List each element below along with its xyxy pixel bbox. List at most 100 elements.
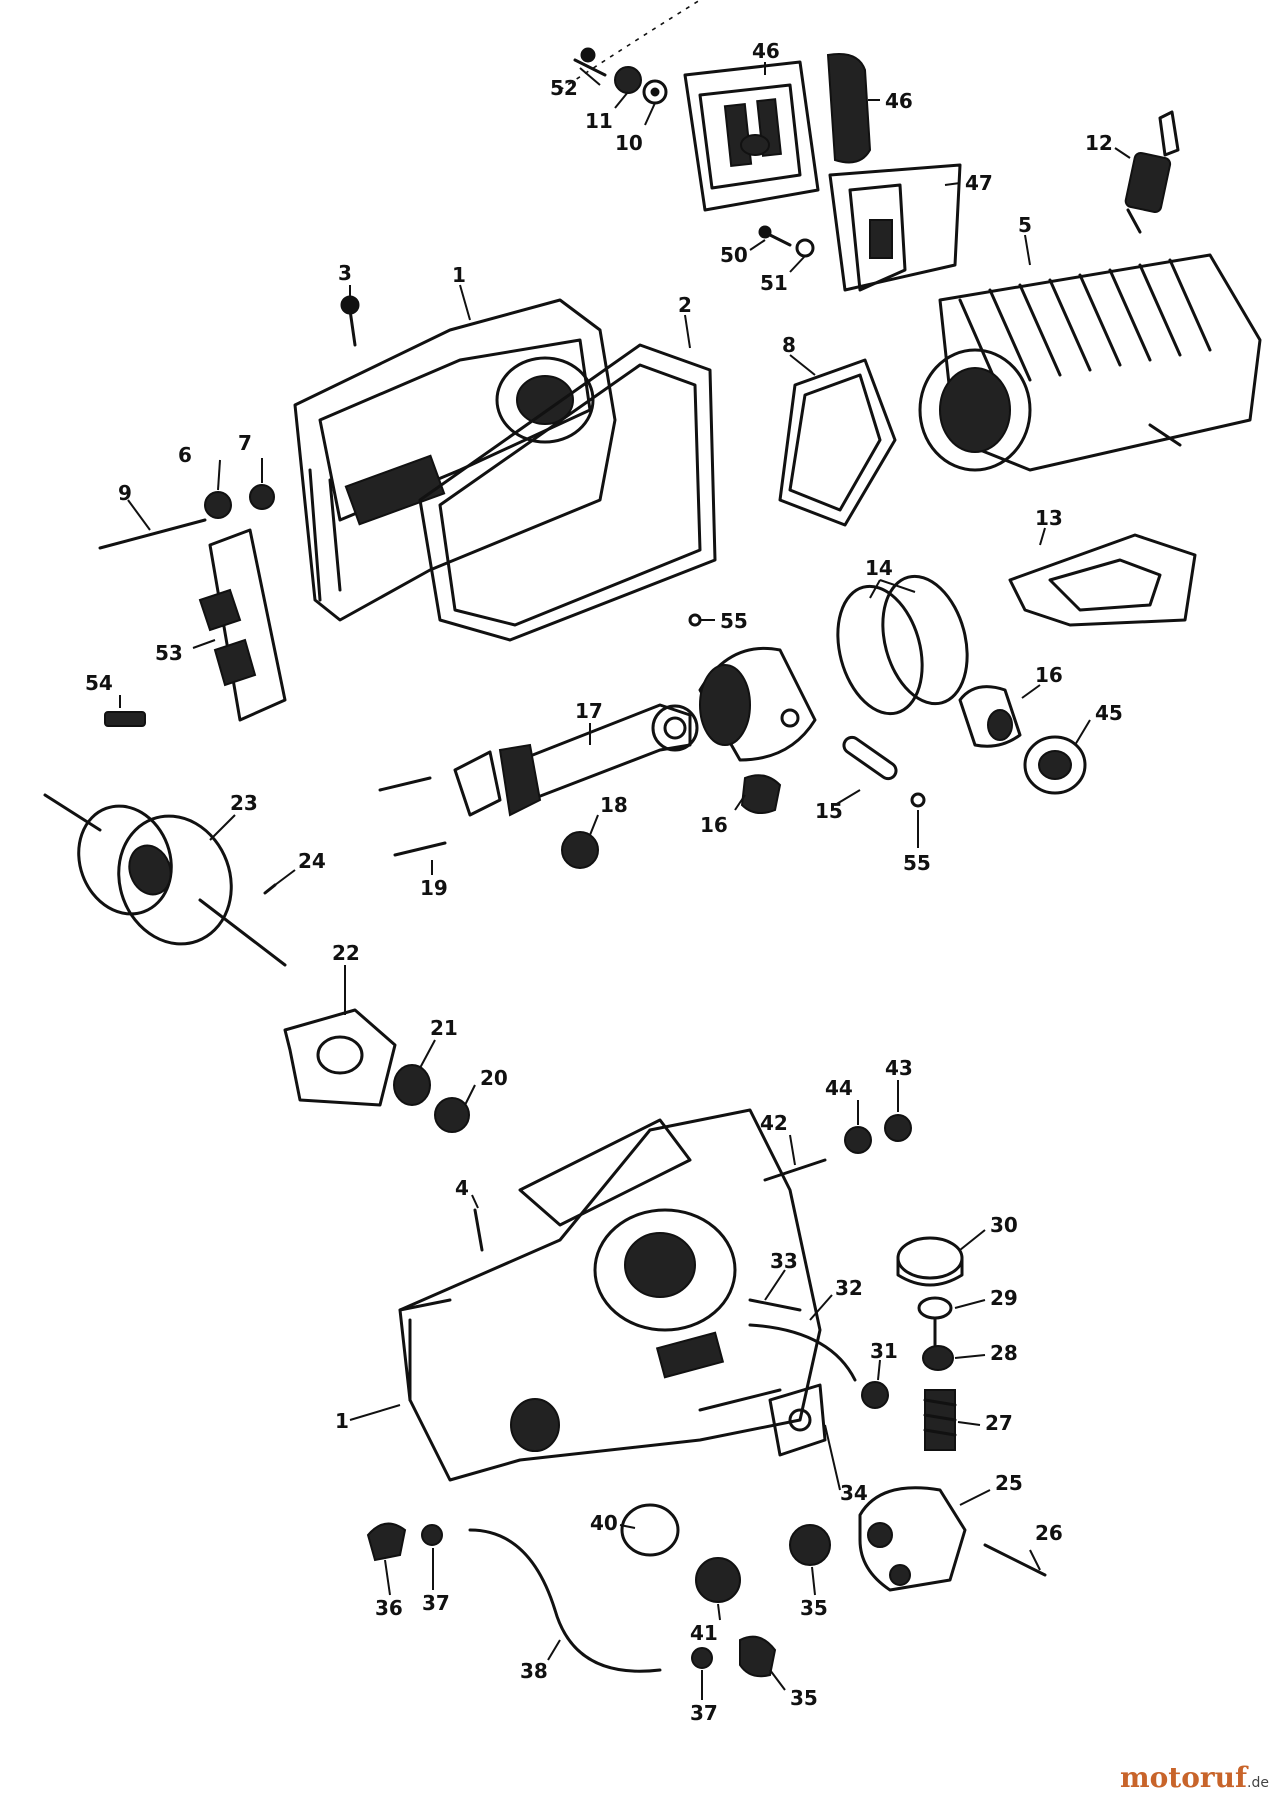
washer-28 bbox=[922, 1345, 954, 1371]
air-filter-housing bbox=[559, 0, 820, 212]
callout-43: 43 bbox=[885, 1056, 913, 1080]
fitting-35-lower bbox=[739, 1635, 777, 1678]
screw-50 bbox=[758, 225, 792, 247]
rod-screws-19 bbox=[378, 776, 447, 857]
washer-7 bbox=[249, 484, 275, 510]
callout-50: 50 bbox=[720, 243, 748, 267]
callout-40: 40 bbox=[590, 1511, 618, 1535]
cylinder-gasket-8 bbox=[778, 358, 897, 527]
callout-45: 45 bbox=[1095, 701, 1123, 725]
nut-43 bbox=[884, 1114, 912, 1142]
callout-21: 21 bbox=[430, 1016, 458, 1040]
callout-44: 44 bbox=[825, 1076, 853, 1100]
callout-1-upper: 1 bbox=[452, 263, 466, 287]
line-32 bbox=[748, 1323, 857, 1382]
seal-40 bbox=[620, 1503, 680, 1557]
fitting-31 bbox=[861, 1381, 889, 1409]
callout-46-filter: 46 bbox=[885, 89, 913, 113]
oil-line-38 bbox=[468, 1528, 662, 1673]
crankcase-gasket-2 bbox=[418, 343, 717, 642]
spring-27 bbox=[923, 1389, 957, 1451]
crankcase-lower bbox=[398, 1108, 822, 1482]
crankcase-upper bbox=[293, 298, 617, 622]
callout-15: 15 bbox=[815, 799, 843, 823]
nut-20 bbox=[434, 1097, 470, 1133]
callout-47: 47 bbox=[965, 171, 993, 195]
gasket-34 bbox=[768, 1383, 827, 1457]
callout-12: 12 bbox=[1085, 131, 1113, 155]
callout-6: 6 bbox=[178, 443, 192, 467]
callout-27: 27 bbox=[985, 1411, 1013, 1435]
callout-8: 8 bbox=[782, 333, 796, 357]
filter-element bbox=[826, 53, 872, 164]
seal-21 bbox=[393, 1064, 431, 1106]
callout-46-top: 46 bbox=[752, 39, 780, 63]
cover-plate-13 bbox=[1008, 533, 1197, 627]
callout-22: 22 bbox=[332, 941, 360, 965]
circlip-55-upper bbox=[688, 613, 702, 627]
callout-18: 18 bbox=[600, 793, 628, 817]
callout-10: 10 bbox=[615, 131, 643, 155]
bearing-18 bbox=[561, 831, 599, 869]
piston-rings-14 bbox=[836, 574, 969, 716]
callout-14: 14 bbox=[865, 556, 893, 580]
bolt-3 bbox=[340, 295, 360, 347]
connecting-rod bbox=[498, 703, 699, 817]
stud-42 bbox=[763, 1158, 827, 1182]
clip-37-lower bbox=[691, 1647, 713, 1669]
bracket-53 bbox=[198, 528, 287, 722]
screw-52 bbox=[573, 47, 607, 77]
nut-6 bbox=[204, 491, 232, 519]
clip-37-upper bbox=[421, 1524, 443, 1546]
crankshaft bbox=[43, 793, 287, 967]
callout-11: 11 bbox=[585, 109, 613, 133]
callout-26: 26 bbox=[1035, 1521, 1063, 1545]
cylinder bbox=[918, 253, 1262, 472]
callout-51: 51 bbox=[760, 271, 788, 295]
callout-30: 30 bbox=[990, 1213, 1018, 1237]
callout-55-upper: 55 bbox=[720, 609, 748, 633]
watermark-suffix: .de bbox=[1247, 1775, 1269, 1791]
nozzle-41 bbox=[695, 1557, 741, 1603]
leader-lines bbox=[119, 62, 1131, 1700]
callout-4: 4 bbox=[455, 1176, 469, 1200]
callout-16-bearing: 16 bbox=[1035, 663, 1063, 687]
callout-41: 41 bbox=[690, 1621, 718, 1645]
callout-23: 23 bbox=[230, 791, 258, 815]
circlip-55-lower bbox=[910, 792, 926, 808]
seal-45 bbox=[1023, 735, 1087, 795]
plunger-29 bbox=[917, 1296, 953, 1347]
callout-17: 17 bbox=[575, 699, 603, 723]
callout-2: 2 bbox=[678, 293, 692, 317]
gasket-22 bbox=[283, 1008, 397, 1107]
washer-10 bbox=[642, 79, 668, 105]
piston bbox=[698, 646, 817, 762]
callout-29: 29 bbox=[990, 1286, 1018, 1310]
callout-37-upper: 37 bbox=[422, 1591, 450, 1615]
callout-38: 38 bbox=[520, 1659, 548, 1683]
watermark-name: motoruf bbox=[1119, 1761, 1248, 1794]
stud-9 bbox=[98, 518, 207, 550]
callout-54: 54 bbox=[85, 671, 113, 695]
callout-37-lower: 37 bbox=[690, 1701, 718, 1725]
callout-35-upper: 35 bbox=[800, 1596, 828, 1620]
callout-35-lower: 35 bbox=[790, 1686, 818, 1710]
callout-19: 19 bbox=[420, 876, 448, 900]
callout-53: 53 bbox=[155, 641, 183, 665]
callout-9: 9 bbox=[118, 481, 132, 505]
filter-gasket-47 bbox=[828, 163, 962, 292]
cap-30 bbox=[896, 1236, 964, 1287]
callout-24: 24 bbox=[298, 849, 326, 873]
callout-34: 34 bbox=[840, 1481, 868, 1505]
callout-31: 31 bbox=[870, 1339, 898, 1363]
callout-55-lower: 55 bbox=[903, 851, 931, 875]
bolt-54 bbox=[104, 711, 146, 727]
callout-13: 13 bbox=[1035, 506, 1063, 530]
bearing-16-small bbox=[740, 774, 782, 815]
callout-7: 7 bbox=[238, 431, 252, 455]
washer-51 bbox=[795, 238, 815, 258]
screw-26 bbox=[983, 1543, 1047, 1577]
nut-11 bbox=[614, 66, 642, 94]
pickup-36 bbox=[366, 1522, 407, 1562]
